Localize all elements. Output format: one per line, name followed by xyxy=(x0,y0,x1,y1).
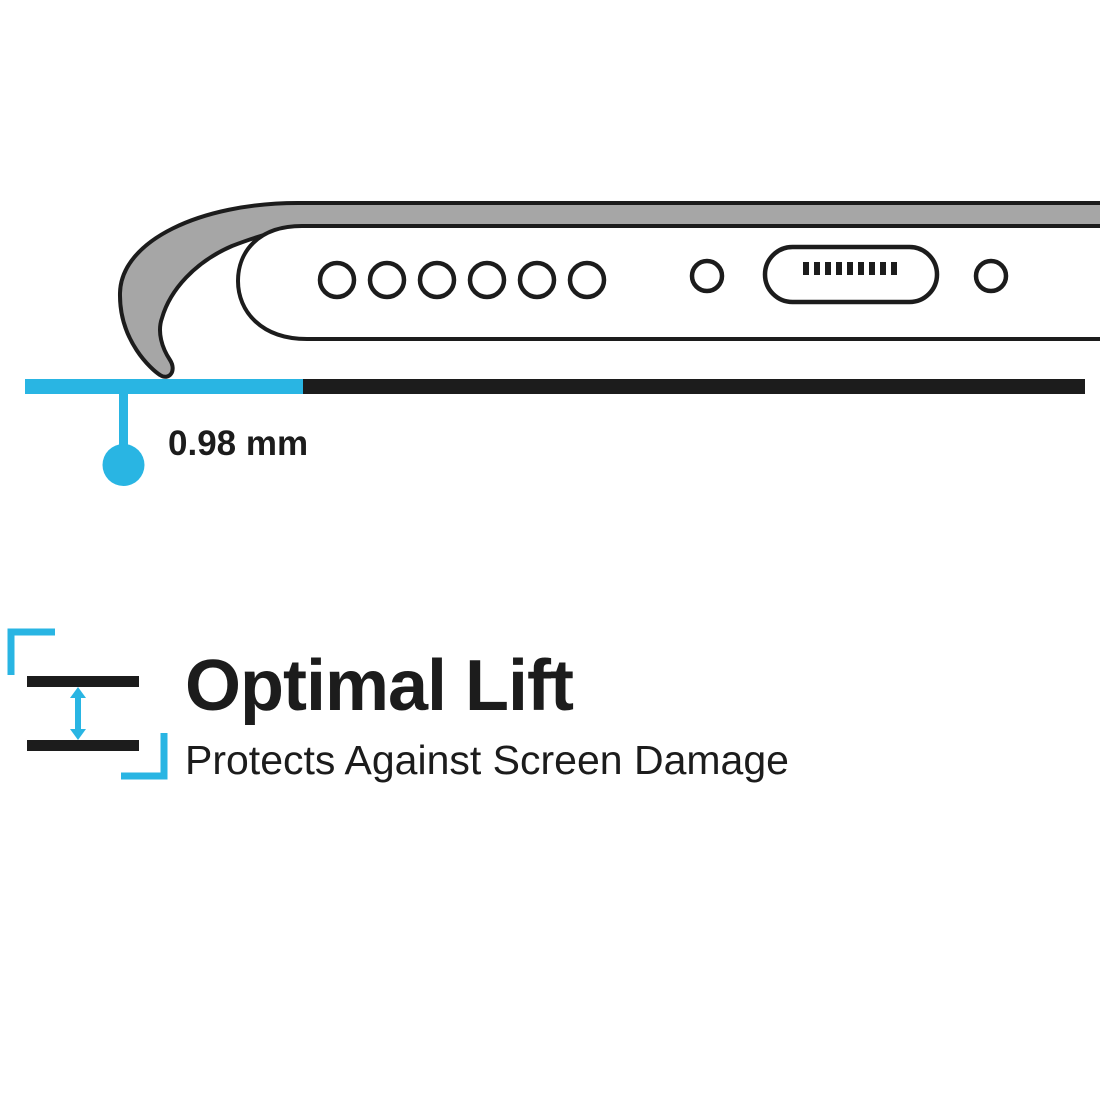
measurement-label: 0.98 mm xyxy=(168,424,309,463)
charging-port xyxy=(762,244,940,305)
arrow-head-up-icon xyxy=(70,687,86,698)
speaker-hole xyxy=(417,260,457,300)
phone-body-shape xyxy=(236,224,1100,341)
measurement-pointer-line xyxy=(119,394,128,446)
lift-gap-icon xyxy=(7,628,168,780)
arrow-head-down-icon xyxy=(70,729,86,740)
phone-case-bottom-illustration xyxy=(25,201,1100,486)
corner-bracket-top-left-icon xyxy=(7,628,55,675)
speaker-hole xyxy=(317,260,357,300)
charging-port-pins xyxy=(803,262,897,275)
feature-title: Optimal Lift xyxy=(185,646,574,726)
case-lip-shape xyxy=(117,201,1100,379)
corner-bracket-bottom-right-icon xyxy=(121,733,168,780)
speaker-hole xyxy=(517,260,557,300)
lower-gap-line xyxy=(27,740,139,751)
mic-hole-right xyxy=(973,258,1009,294)
speaker-hole xyxy=(567,260,607,300)
measurement-pointer-dot xyxy=(102,444,145,486)
lift-ruler-screen-segment xyxy=(303,379,1085,394)
speaker-hole-grille xyxy=(317,260,607,300)
speaker-hole xyxy=(367,260,407,300)
speaker-hole xyxy=(467,260,507,300)
feature-subtitle: Protects Against Screen Damage xyxy=(185,737,789,783)
lift-ruler-case-segment xyxy=(25,379,303,394)
upper-gap-line xyxy=(27,676,139,687)
mic-hole-left xyxy=(689,258,725,294)
